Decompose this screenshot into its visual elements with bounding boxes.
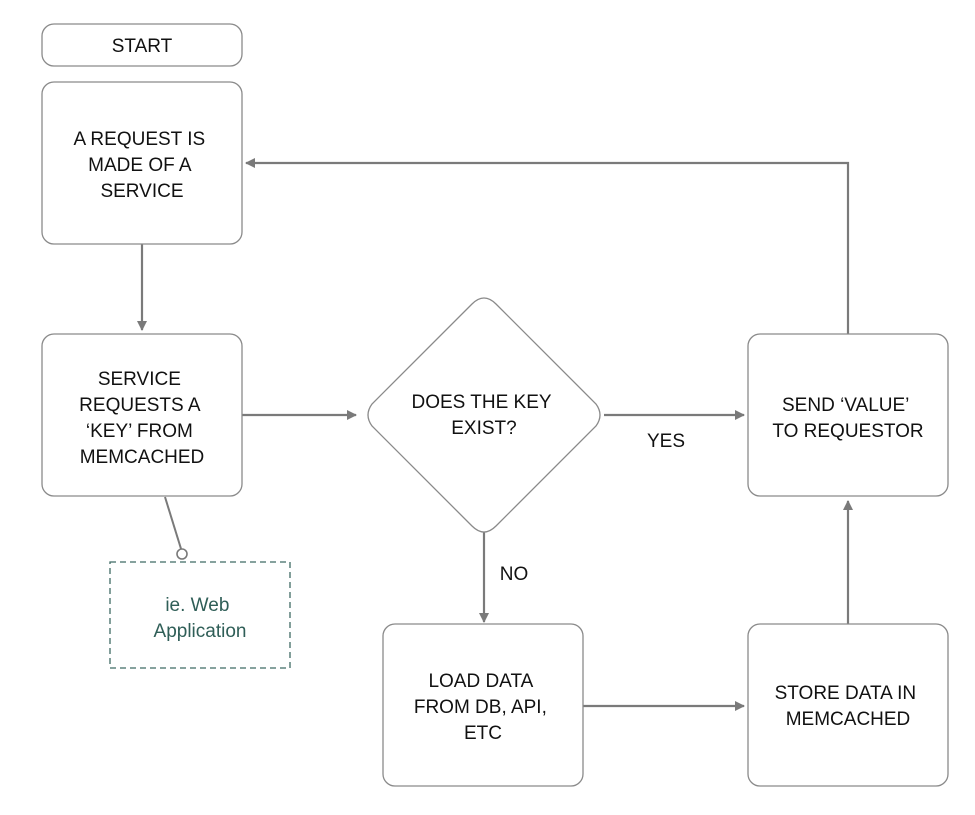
svg-text:DOES THE KEY EXIST?: DOES THE KEY EXIST? <box>411 392 556 439</box>
node-service-line-1: SERVICE <box>98 369 181 390</box>
svg-text:SERVICE REQUESTS A: SERVICE REQUESTS A ‘KEY’ FROM MEMCACHED <box>79 369 205 468</box>
svg-text:LOAD DATA FROM DB, API,: LOAD DATA FROM DB, API, ETC <box>414 671 552 744</box>
node-decision-line-1: DOES THE KEY <box>411 392 551 413</box>
svg-text:A REQUEST IS MADE OF A: A REQUEST IS MADE OF A SERVICE <box>74 129 211 202</box>
node-store: STORE DATA IN MEMCACHED <box>747 623 949 787</box>
note-web-application: ie. Web Application <box>109 561 291 669</box>
node-decision-line-2: EXIST? <box>451 418 516 439</box>
node-send-line-1: SEND ‘VALUE’ <box>782 395 909 416</box>
node-send-line-2: TO REQUESTOR <box>772 421 923 442</box>
note-line-2: Application <box>154 621 247 642</box>
node-store-line-1: STORE DATA IN <box>775 683 916 704</box>
node-start: START <box>41 23 243 67</box>
edges-layer <box>137 158 853 711</box>
node-request: A REQUEST IS MADE OF A SERVICE <box>41 81 243 245</box>
node-load: LOAD DATA FROM DB, API, ETC <box>382 623 584 787</box>
svg-text:STORE DATA IN MEMCACHED: STORE DATA IN MEMCACHED <box>775 683 922 730</box>
node-load-line-1: LOAD DATA <box>428 671 533 692</box>
note-connector-line <box>164 496 183 553</box>
edge-label-no: NO <box>500 564 529 585</box>
node-start-line-1: START <box>112 36 173 57</box>
note-connector-dot <box>176 548 188 560</box>
node-service-line-2: REQUESTS A <box>79 395 201 416</box>
node-service-line-4: MEMCACHED <box>80 447 205 468</box>
node-request-line-3: SERVICE <box>100 181 183 202</box>
node-load-line-2: FROM DB, API, <box>414 697 547 718</box>
svg-text:SEND ‘VALUE’ TO REQUESTO: SEND ‘VALUE’ TO REQUESTOR <box>772 395 923 442</box>
note-line-1: ie. Web <box>165 595 229 616</box>
node-request-line-2: MADE OF A <box>88 155 192 176</box>
node-store-line-2: MEMCACHED <box>786 709 911 730</box>
edge-send-to-request <box>245 158 850 334</box>
node-service: SERVICE REQUESTS A ‘KEY’ FROM MEMCACHED <box>41 333 243 497</box>
node-send: SEND ‘VALUE’ TO REQUESTOR <box>747 333 949 497</box>
node-load-line-3: ETC <box>464 723 502 744</box>
node-service-line-3: ‘KEY’ FROM <box>86 421 193 442</box>
node-request-line-1: A REQUEST IS <box>74 129 206 150</box>
svg-text:ie. Web Application: ie. Web Application <box>154 595 247 642</box>
svg-text:START: START <box>112 36 173 57</box>
edge-label-yes: YES <box>647 431 685 452</box>
node-decision: DOES THE KEY EXIST? <box>367 297 601 533</box>
